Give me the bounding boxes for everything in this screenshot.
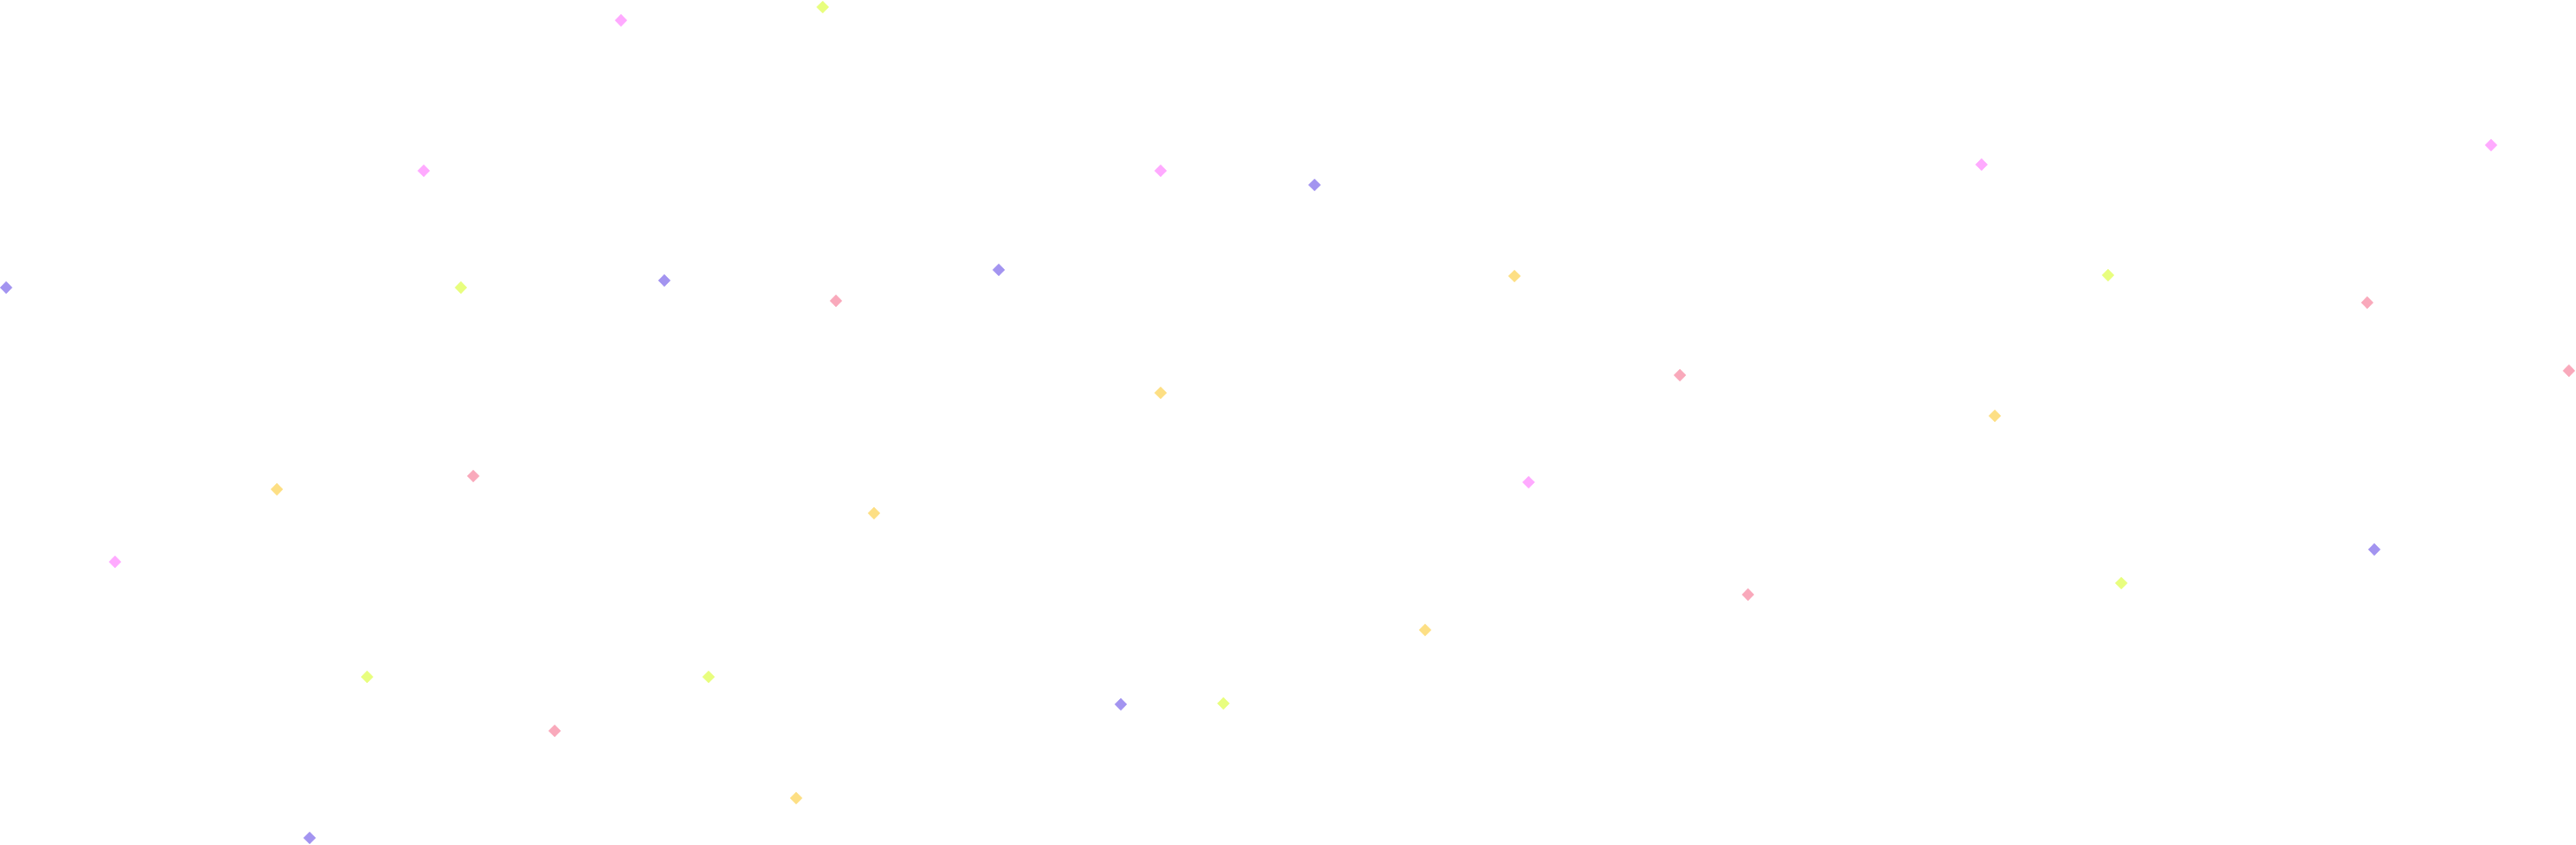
confetti-piece [0, 280, 13, 295]
confetti-piece [548, 724, 562, 738]
confetti-piece [1507, 269, 1522, 283]
confetti-piece [2562, 364, 2576, 378]
confetti-piece [829, 294, 843, 308]
confetti-piece [657, 273, 671, 288]
confetti-piece [2114, 576, 2128, 590]
confetti-piece [108, 555, 122, 569]
confetti-piece [1741, 588, 1755, 602]
confetti-piece [1114, 697, 1128, 711]
confetti-piece [270, 482, 284, 496]
confetti-piece [417, 164, 431, 178]
confetti-piece [614, 13, 628, 27]
confetti-piece [303, 831, 317, 845]
confetti-piece [1988, 409, 2002, 423]
confetti-piece [816, 0, 830, 14]
confetti-piece [360, 670, 374, 684]
confetti-piece [1522, 475, 1536, 489]
confetti-piece [1154, 386, 1168, 400]
confetti-piece [867, 506, 881, 520]
confetti-piece [1216, 696, 1230, 711]
confetti-piece [1974, 157, 1989, 172]
confetti-piece [2101, 268, 2115, 282]
confetti-piece [992, 263, 1006, 277]
confetti-piece [1307, 178, 1322, 192]
confetti-piece [1154, 164, 1168, 178]
confetti-piece [466, 469, 480, 483]
confetti-piece [1418, 623, 1432, 637]
confetti-piece [702, 670, 716, 684]
confetti-piece [1673, 368, 1687, 382]
confetti-piece [2484, 138, 2498, 152]
confetti-piece [789, 791, 803, 805]
confetti-piece [2360, 296, 2374, 310]
confetti-piece [2367, 542, 2381, 557]
confetti-piece [454, 280, 468, 295]
